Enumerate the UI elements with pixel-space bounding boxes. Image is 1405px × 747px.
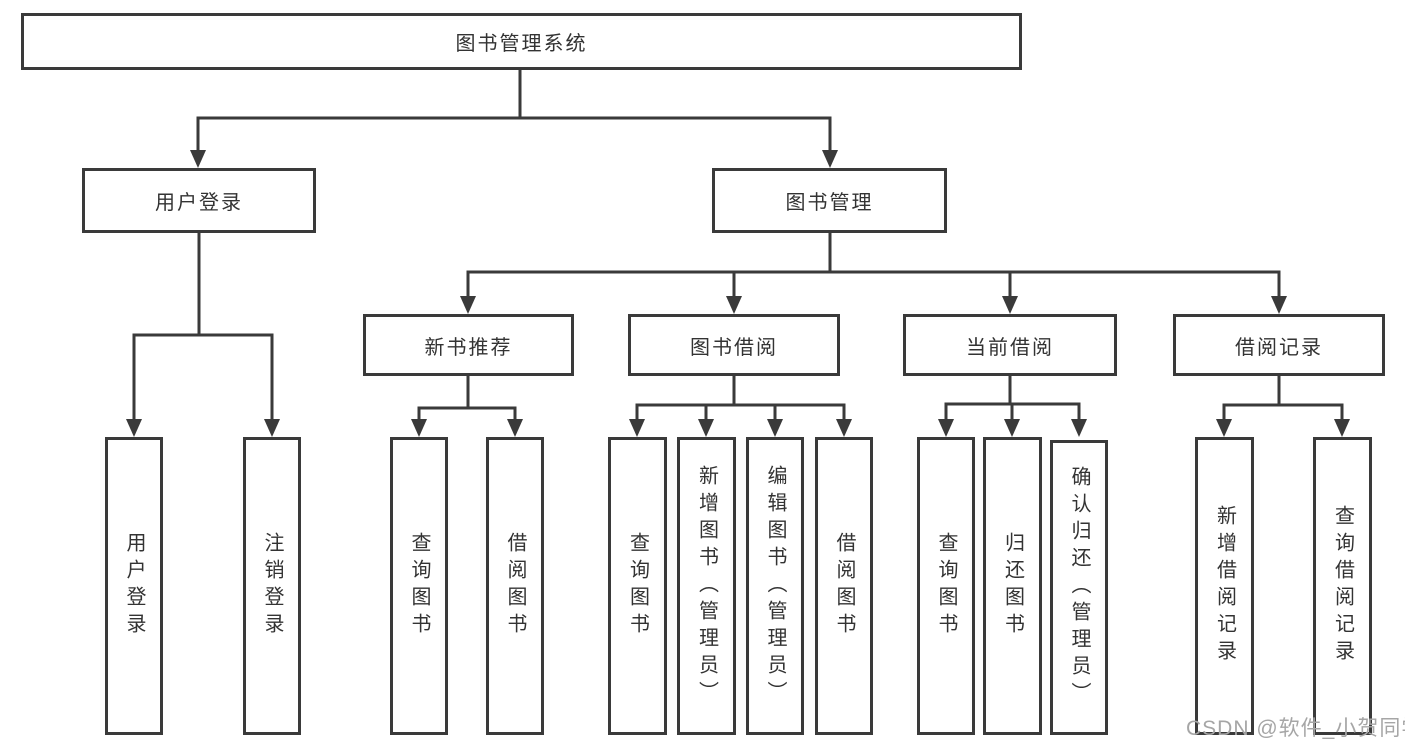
leaf-borrow-books-recommend: 借阅图书 — [486, 437, 544, 735]
node-label: 查询图书 — [626, 532, 649, 640]
csdn-watermark: CSDN @软件_小贺同学 — [1186, 717, 1405, 740]
leaf-query-books-recommend: 查询图书 — [390, 437, 448, 735]
node-label: 用户登录 — [155, 192, 243, 214]
node-label: 借阅图书 — [504, 532, 526, 640]
node-book-borrowing: 图书借阅 — [628, 314, 840, 376]
node-library-management-system: 图书管理系统 — [21, 13, 1022, 70]
node-label: 借阅记录 — [1235, 336, 1323, 359]
leaf-query-books-current: 查询图书 — [917, 437, 975, 735]
node-label: 确认归还（管理员） — [1068, 466, 1090, 709]
leaf-borrow-books: 借阅图书 — [815, 437, 873, 735]
node-label: 图书借阅 — [690, 336, 778, 359]
leaf-user-login: 用户登录 — [105, 437, 163, 735]
node-label: 借阅图书 — [833, 532, 855, 640]
node-label: 图书管理 — [785, 192, 874, 214]
node-book-management: 图书管理 — [712, 168, 947, 233]
node-label: 当前借阅 — [966, 336, 1054, 359]
node-label: 新书推荐 — [424, 336, 513, 359]
node-label: 图书管理系统 — [455, 33, 588, 55]
node-label: 新增图书（管理员） — [695, 464, 718, 708]
node-current-borrowing: 当前借阅 — [903, 314, 1117, 376]
node-label: 编辑图书（管理员） — [764, 464, 786, 708]
node-label: 用户登录 — [123, 532, 145, 640]
leaf-logout: 注销登录 — [243, 437, 301, 735]
leaf-confirm-return-admin: 确认归还（管理员） — [1050, 440, 1108, 735]
node-borrowing-records: 借阅记录 — [1173, 314, 1385, 376]
node-user-login: 用户登录 — [82, 168, 316, 233]
leaf-add-borrow-record: 新增借阅记录 — [1195, 437, 1254, 735]
leaf-return-books: 归还图书 — [983, 437, 1042, 735]
leaf-edit-book-admin: 编辑图书（管理员） — [746, 437, 804, 735]
node-label: 新增借阅记录 — [1213, 505, 1236, 667]
leaf-query-borrow-record: 查询借阅记录 — [1313, 437, 1372, 735]
node-label: 注销登录 — [261, 532, 283, 640]
leaf-query-books-borrow: 查询图书 — [608, 437, 667, 735]
node-label: 查询借阅记录 — [1331, 505, 1354, 667]
node-new-book-recommendation: 新书推荐 — [363, 314, 574, 376]
node-label: 查询图书 — [935, 532, 957, 640]
node-label: 归还图书 — [1001, 532, 1024, 640]
node-label: 查询图书 — [408, 532, 430, 640]
leaf-add-book-admin: 新增图书（管理员） — [677, 437, 736, 735]
